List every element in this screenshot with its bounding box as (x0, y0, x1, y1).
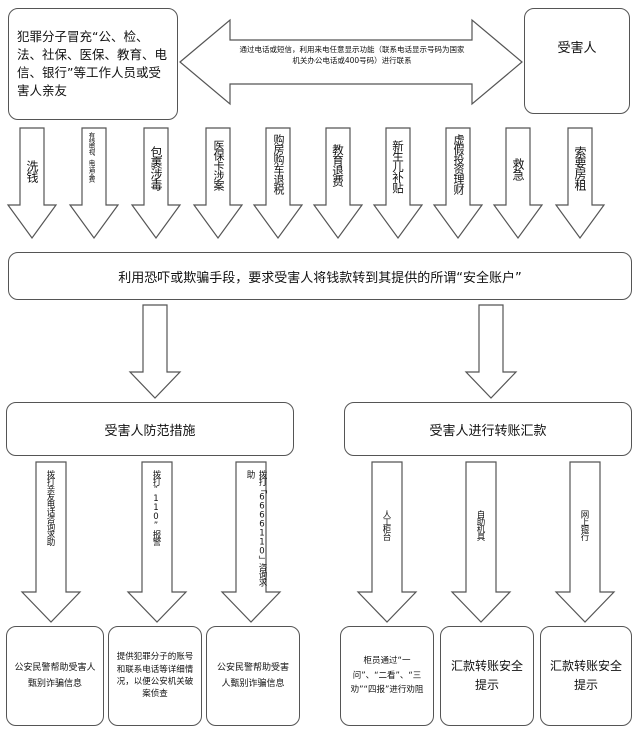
criminal-box: 犯罪分子冒充“公、检、法、社保、医保、教育、电信、银行”等工作人员或受害人亲友 (8, 8, 178, 120)
contact-method-text: 通过电话或短信，利用来电任意显示功能（联系电话显示号码为国家机关办公电话或400… (239, 45, 465, 66)
scam-type-5: 购房购车退税 (272, 134, 285, 194)
transfer-result-1-text: 柜员通过“一问”、“二看”、“三劝”“四报”进行劝阻 (350, 656, 424, 696)
scam-type-2: 有线电视、电话欠费 (87, 132, 95, 182)
middle-banner: 利用恐吓或欺骗手段，要求受害人将钱款转到其提供的所谓“安全账户” (8, 252, 632, 300)
down-arrow-4 (192, 127, 244, 240)
transfer-result-2: 汇款转账安全提示 (440, 626, 534, 726)
prevention-arrow-2 (126, 461, 188, 623)
down-arrow-2 (68, 127, 120, 240)
down-arrow-5 (252, 127, 304, 240)
down-arrow-9 (492, 127, 544, 240)
scam-type-6: 教育退费 (331, 144, 345, 186)
prevention-title: 受害人防范措施 (104, 423, 196, 439)
prevention-arrow-3 (220, 461, 282, 623)
prevention-result-1-text: 公安民警帮助受害人甄别诈骗信息 (14, 662, 96, 689)
transfer-box: 受害人进行转账汇款 (344, 402, 632, 456)
scam-type-10: 索要房租 (573, 146, 587, 190)
transfer-result-3-text: 汇款转账安全提示 (549, 658, 622, 692)
victim-box: 受害人 (524, 8, 630, 114)
prevention-result-2-text: 提供犯罪分子的账号和联系电话等详细情况，以便公安机关破案侦查 (116, 652, 194, 700)
prevention-arrow-label-2: 拨打“110”报警 (151, 470, 161, 545)
scam-type-3: 包裹涉毒 (149, 146, 163, 190)
transfer-arrow-label-3: 网上银行 (579, 510, 589, 540)
transfer-arrow-3 (554, 461, 616, 623)
scam-type-4: 医保卡涉案 (212, 140, 225, 190)
transfer-result-1: 柜员通过“一问”、“二看”、“三劝”“四报”进行劝阻 (340, 626, 434, 726)
scam-type-7: 新生儿补贴 (391, 140, 405, 193)
criminal-text: 犯罪分子冒充“公、检、法、社保、医保、教育、电信、银行”等工作人员或受害人亲友 (17, 28, 168, 99)
down-arrow-transfer (464, 304, 518, 399)
transfer-result-2-text: 汇款转账安全提示 (450, 658, 523, 692)
prevention-result-2: 提供犯罪分子的账号和联系电话等详细情况，以便公安机关破案侦查 (108, 626, 202, 726)
prevention-arrow-label-3: 拨打「6666110」咨询求助 (245, 470, 267, 586)
prevention-result-1: 公安民警帮助受害人甄别诈骗信息 (6, 626, 104, 726)
down-arrow-prevention (128, 304, 182, 399)
scam-type-1: 洗钱 (25, 160, 39, 182)
transfer-title: 受害人进行转账汇款 (429, 423, 547, 439)
victim-text: 受害人 (557, 41, 597, 56)
middle-banner-text: 利用恐吓或欺骗手段，要求受害人将钱款转到其提供的所谓“安全账户” (118, 270, 522, 286)
down-arrow-3 (130, 127, 182, 240)
down-arrow-1 (6, 127, 58, 240)
prevention-arrow-label-1: 拨打亲友电话咨询求助 (45, 470, 55, 545)
prevention-arrow-1 (20, 461, 82, 623)
prevention-box: 受害人防范措施 (6, 402, 294, 456)
down-arrow-6 (312, 127, 364, 240)
transfer-arrow-label-1: 人工柜台 (381, 510, 391, 540)
double-arrow (179, 18, 523, 106)
transfer-arrow-label-2: 自助机具 (475, 510, 485, 540)
transfer-result-3: 汇款转账安全提示 (540, 626, 632, 726)
transfer-arrow-1 (356, 461, 418, 623)
transfer-arrow-2 (450, 461, 512, 623)
down-arrow-10 (554, 127, 606, 240)
prevention-result-3-text: 公安民警帮助受害人甄别诈骗信息 (216, 662, 289, 689)
down-arrow-8 (432, 127, 484, 240)
scam-type-9: 救急 (511, 158, 525, 180)
scam-type-8: 虚假投资理财 (452, 134, 465, 194)
prevention-result-3: 公安民警帮助受害人甄别诈骗信息 (206, 626, 300, 726)
down-arrow-7 (372, 127, 424, 240)
